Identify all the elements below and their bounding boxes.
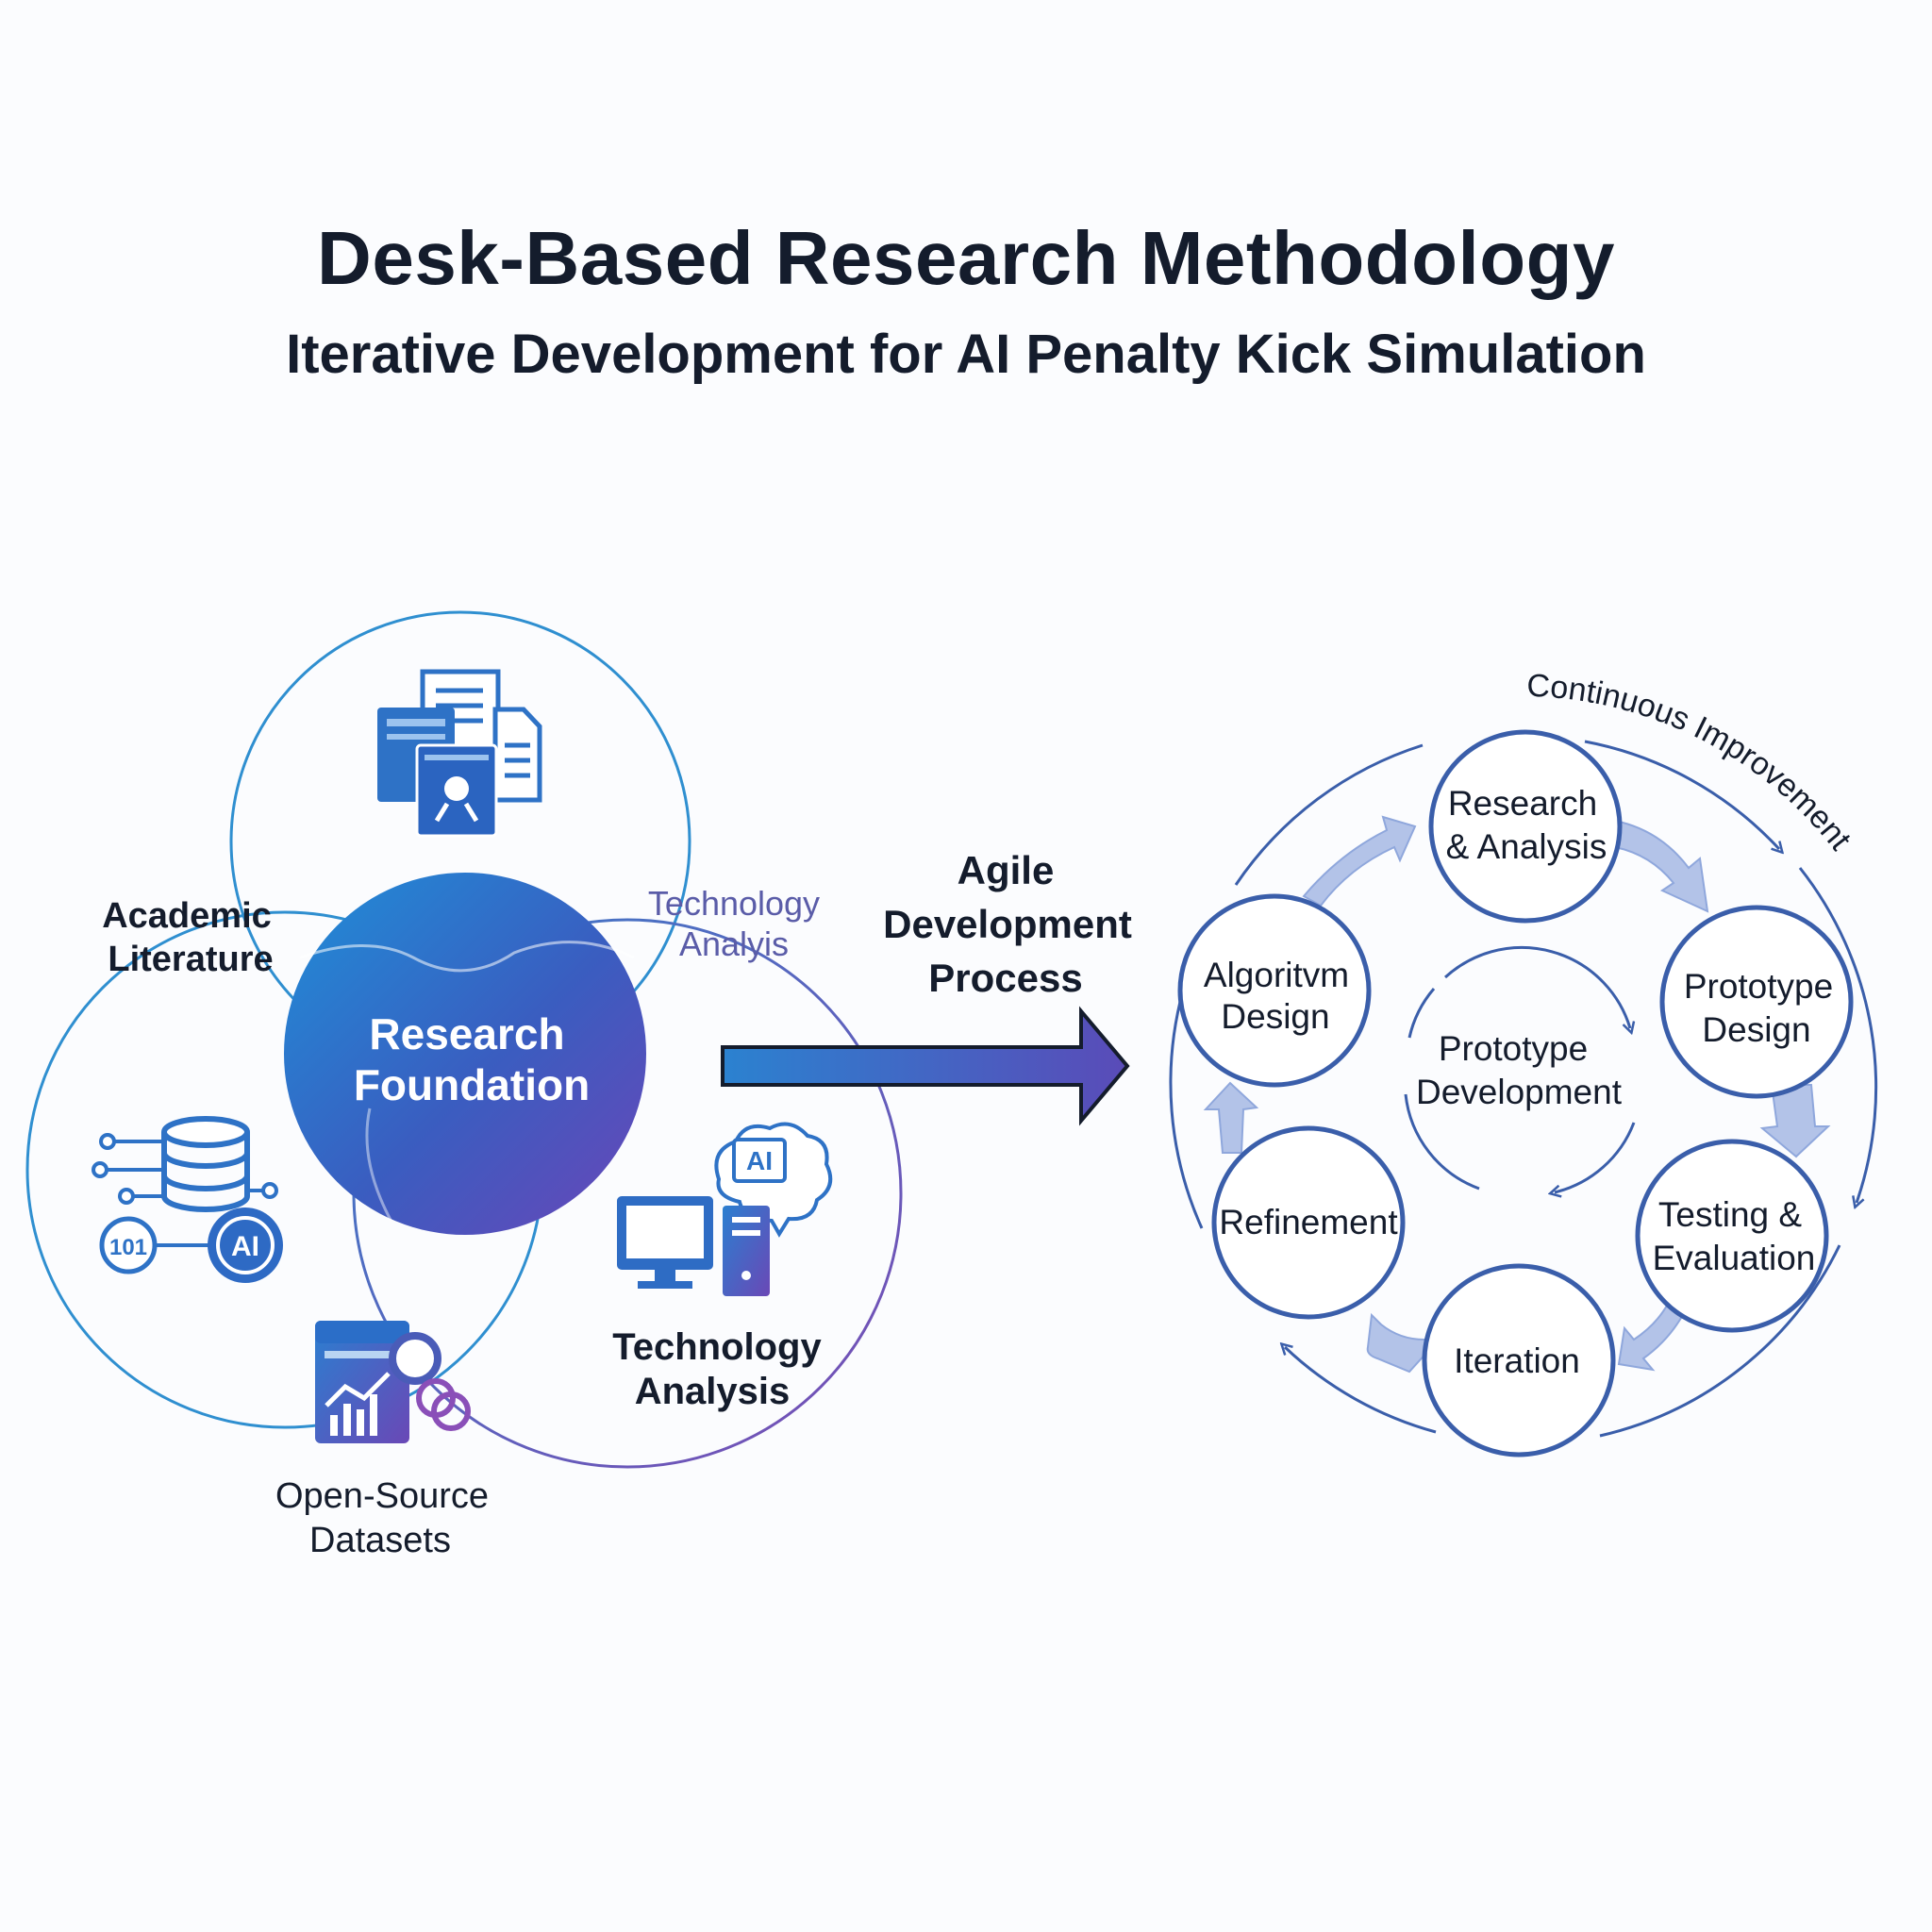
node-algorithm: Algoritvm Design (1177, 893, 1372, 1088)
node-iteration-line1: Iteration (1454, 1341, 1580, 1380)
node-testing-line1: Testing & (1658, 1195, 1803, 1234)
node-research-line1: Research (1448, 784, 1597, 823)
arrow-label-line1: Agile (958, 848, 1055, 892)
db-badge-text: 101 (109, 1235, 147, 1260)
tech-faint-label-line1: Technology (648, 884, 820, 923)
dataset-chart-icon (315, 1321, 471, 1443)
page-title: Desk-Based Research Methodology (317, 216, 1615, 300)
computer-ai-icon: AI (617, 1122, 833, 1296)
outer-arc-right (1798, 867, 1878, 1203)
node-prototype-design-line1: Prototype (1684, 967, 1833, 1006)
academic-label-line2: Literature (108, 940, 273, 979)
agile-process-arrow: Agile Development Process (721, 848, 1132, 1126)
ai-badge-chip: AI (746, 1146, 773, 1175)
arrow-label-line2: Development (883, 902, 1132, 946)
center-label-line2: Foundation (354, 1060, 590, 1109)
node-testing-line2: Evaluation (1653, 1239, 1816, 1277)
node-prototype-design: Prototype Design (1659, 905, 1854, 1099)
center-cycle: Prototype Development (1404, 945, 1636, 1192)
node-testing: Testing & Evaluation (1635, 1139, 1829, 1333)
node-algorithm-line2: Design (1221, 997, 1329, 1036)
research-foundation-circle (284, 873, 646, 1235)
tech-faint-label-line2: Analyis (679, 924, 789, 963)
node-refinement-line1: Refinement (1219, 1203, 1398, 1241)
node-iteration: Iteration (1422, 1263, 1616, 1457)
ai-badge-db: AI (231, 1231, 259, 1262)
datasets-label-line2: Datasets (309, 1521, 451, 1560)
page-subtitle: Iterative Development for AI Penalty Kic… (286, 324, 1646, 385)
node-research-line2: & Analysis (1446, 827, 1607, 866)
datasets-label-line1: Open-Source (275, 1476, 489, 1516)
center-cycle-label-line1: Prototype (1439, 1029, 1588, 1068)
database-ai-icon: 101 AI (92, 1116, 283, 1283)
outer-arc-left (1169, 990, 1204, 1229)
node-research: Research & Analysis (1428, 729, 1623, 924)
node-refinement: Refinement (1211, 1125, 1406, 1320)
center-label-line1: Research (369, 1009, 564, 1058)
outer-arc-bottom-left (1285, 1347, 1437, 1434)
tech-label-line2: Analysis (635, 1371, 791, 1412)
outer-arc-top (1234, 743, 1424, 886)
outer-arc-top-right (1584, 740, 1779, 849)
node-prototype-design-line2: Design (1702, 1010, 1810, 1049)
center-cycle-label-line2: Development (1416, 1073, 1623, 1111)
node-algorithm-line1: Algoritvm (1204, 956, 1349, 994)
cycle-diagram: Continuous Improvement Prototype Develop… (1169, 668, 1878, 1457)
documents-icon (377, 669, 542, 838)
venn-diagram: Research Foundation Academic Literature … (25, 610, 903, 1560)
cycle-block-arrows (1203, 815, 1831, 1374)
outer-arc-bottom-right (1599, 1244, 1841, 1438)
academic-label-line1: Academic (102, 896, 272, 936)
tech-label-line1: Technology (612, 1326, 822, 1368)
arrow-label-line3: Process (928, 956, 1082, 1000)
